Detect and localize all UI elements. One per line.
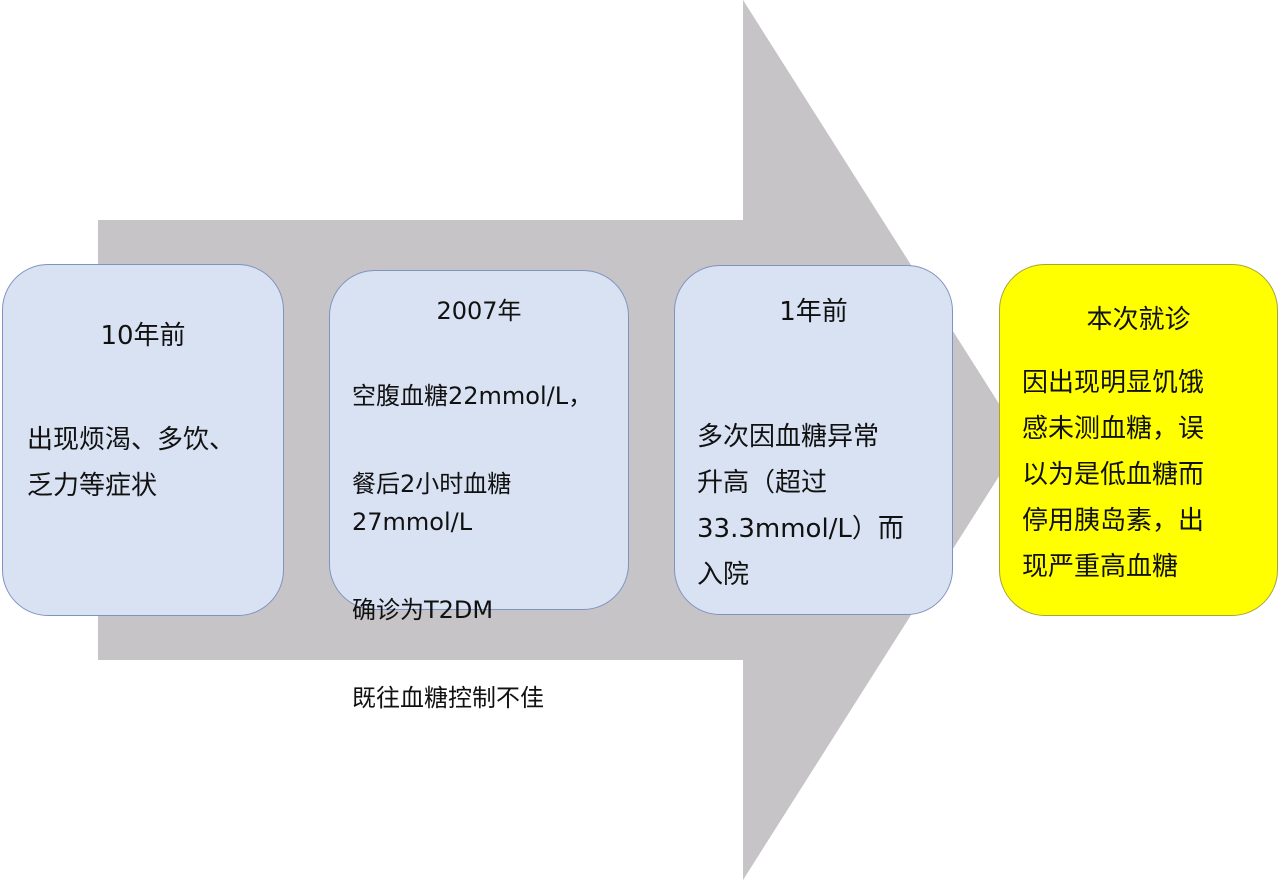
stage-title: 10年前 — [100, 321, 186, 351]
diagnosis: 确诊为T2DM — [352, 596, 494, 624]
stage-2007: 2007年 空腹血糖22mmol/L， 餐后2小时血糖 27mmol/L 确诊为… — [329, 270, 629, 712]
stage-10-years-ago: 10年前 出现烦渴、多饮、 乏力等症状 — [2, 264, 284, 616]
stage-current-visit: 本次就诊 因出现明显饥饿 感未测血糖，误 以为是低血糖而 停用胰岛素，出 现严重… — [999, 264, 1278, 616]
stage-1-year-ago: 1年前 多次因血糖异常 升高（超过 33.3mmol/L）而 入院 — [674, 265, 953, 615]
postprandial-glucose: 餐后2小时血糖 27mmol/L — [352, 470, 512, 536]
stage-description: 出现烦渴、多饮、 乏力等症状 — [27, 425, 236, 501]
fasting-glucose: 空腹血糖22mmol/L， — [352, 382, 593, 410]
stage-description: 多次因血糖异常 升高（超过 33.3mmol/L）而 入院 — [697, 422, 904, 590]
stage-details: 空腹血糖22mmol/L， 餐后2小时血糖 27mmol/L 确诊为T2DM 既… — [352, 339, 592, 755]
stage-title: 本次就诊 — [1086, 305, 1191, 335]
stage-title: 1年前 — [779, 297, 848, 327]
glucose-control-history: 既往血糖控制不佳 — [352, 684, 544, 712]
stage-title: 2007年 — [436, 297, 522, 325]
stage-description: 因出现明显饥饿 感未测血糖，误 以为是低血糖而 停用胰岛素，出 现严重高血糖 — [1022, 368, 1205, 582]
